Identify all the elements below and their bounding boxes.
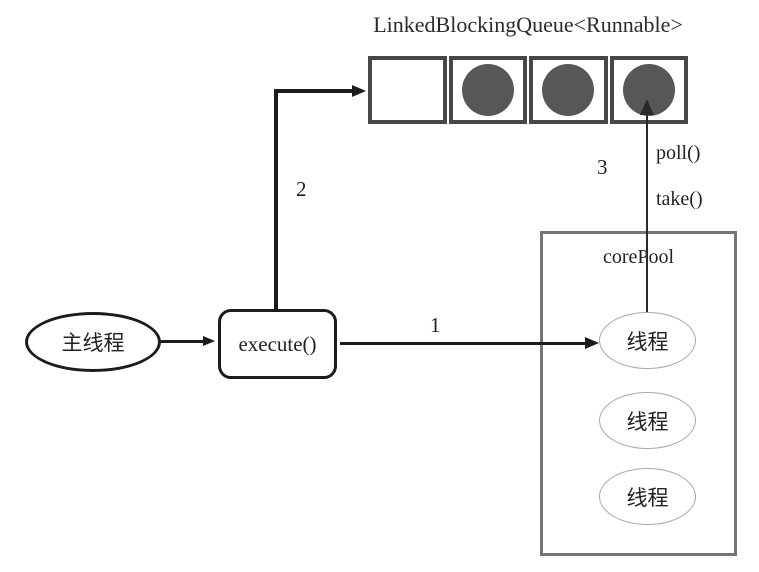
main-to-execute-arrowhead-icon [203, 335, 215, 346]
poll-label: poll() [656, 142, 701, 164]
execute-label: execute() [238, 331, 317, 356]
main-thread-ellipse: 主线程 [25, 312, 161, 372]
queue-cell [448, 56, 527, 124]
main-thread-label: 主线程 [61, 331, 125, 355]
thread-ellipse: 线程 [599, 468, 696, 525]
step3-label: 3 [597, 155, 608, 179]
queue-cell [529, 56, 608, 124]
core-pool-box [540, 231, 737, 556]
task-circle [461, 64, 514, 116]
blocking-queue [368, 56, 688, 124]
thread-ellipse: 线程 [599, 312, 696, 369]
core-pool-label: corePool [602, 246, 675, 268]
step3-arrow-line [646, 114, 648, 313]
main-to-execute-arrow-line [161, 340, 205, 343]
step1-arrowhead-icon [585, 336, 599, 349]
execute-box: execute() [218, 309, 337, 379]
queue-cell [609, 56, 688, 124]
step2-arrowhead-icon [352, 84, 366, 97]
step2-arrow-horizontal-line [274, 89, 355, 93]
step2-arrow-vertical-line [274, 90, 278, 309]
queue-title: LinkedBlockingQueue<Runnable> [373, 12, 683, 37]
thread-ellipse: 线程 [599, 392, 696, 449]
step1-arrow-line [340, 342, 587, 345]
take-label: take() [656, 188, 703, 210]
step3-arrowhead-icon [639, 99, 654, 115]
task-circle [542, 64, 595, 116]
step1-label: 1 [430, 313, 441, 337]
step2-label: 2 [296, 177, 307, 201]
queue-cell [368, 56, 447, 124]
